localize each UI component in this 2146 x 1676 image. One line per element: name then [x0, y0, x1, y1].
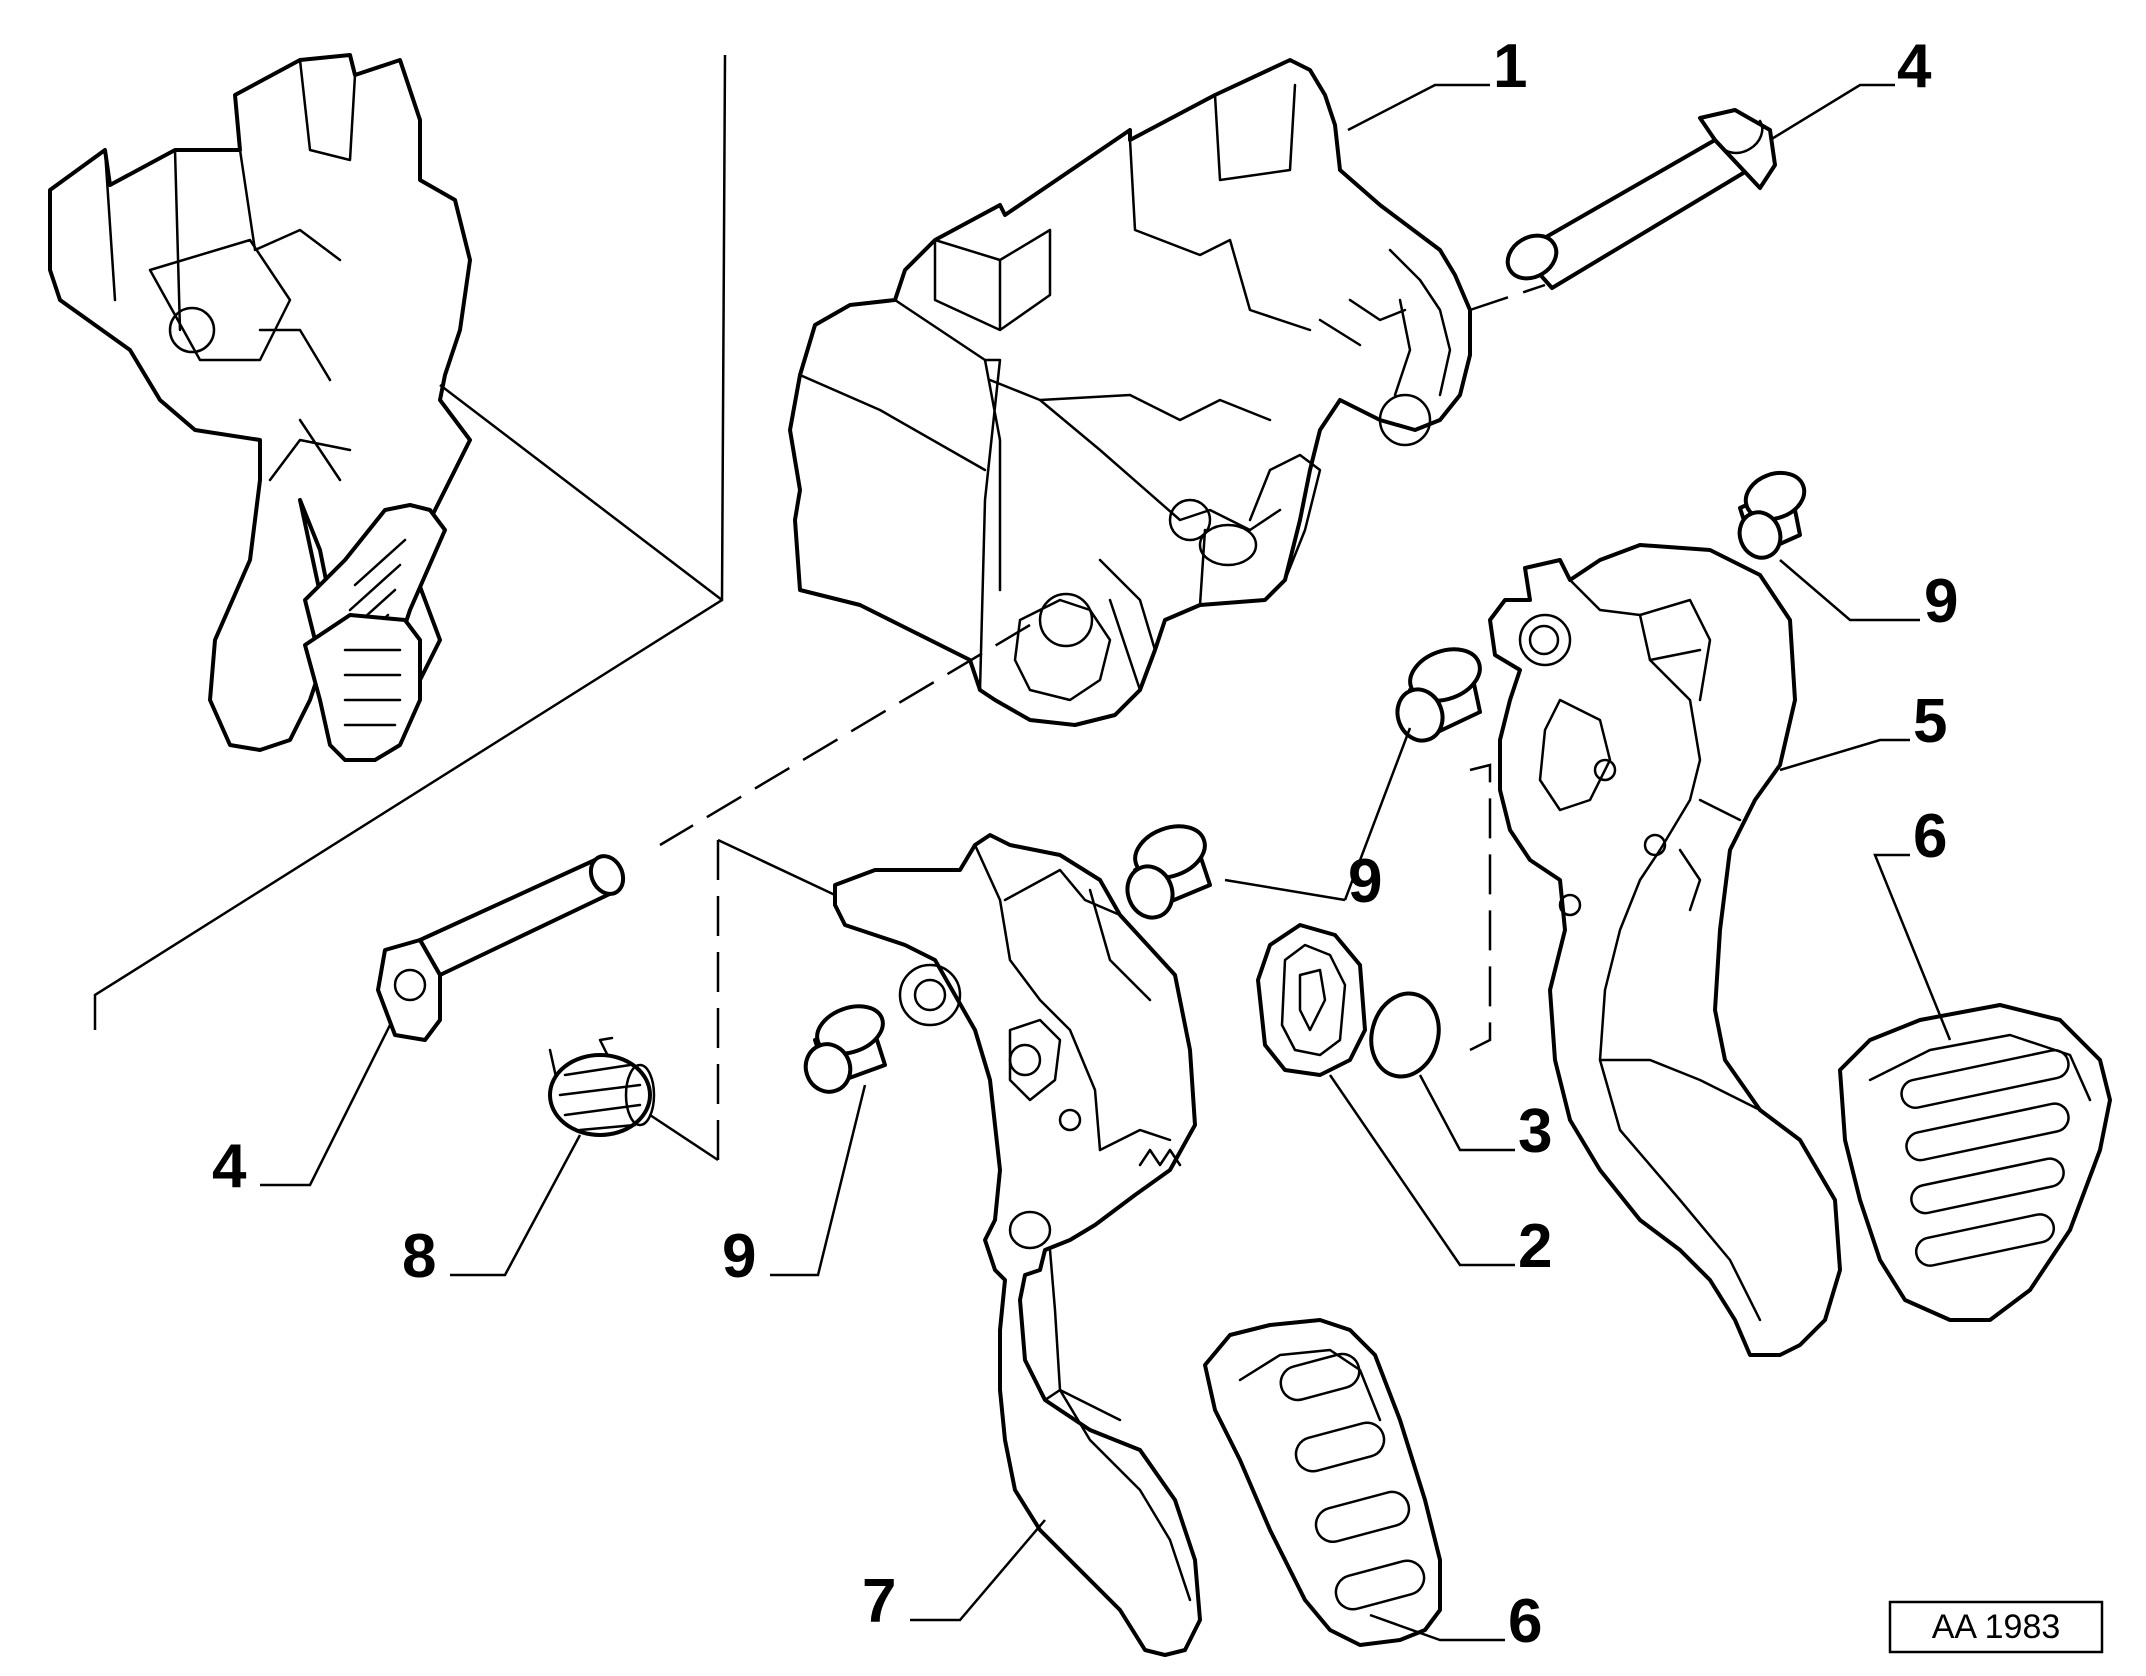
bushing-left	[803, 1004, 887, 1094]
callout-9-right: 9	[1924, 567, 1958, 636]
rubber-plug	[1369, 991, 1441, 1079]
return-spring	[548, 1036, 656, 1137]
bushing-mid-right	[1395, 647, 1482, 743]
clutch-pedal-lever	[1488, 543, 1842, 1357]
pivot-axis-line-right	[1469, 283, 1546, 312]
pedal-box-bracket	[788, 58, 1472, 727]
bushing-center	[1125, 824, 1212, 920]
bushing-top-right	[1737, 470, 1807, 560]
callout-1: 1	[1493, 32, 1527, 101]
callout-8: 8	[402, 1222, 436, 1291]
pivot-shaft-top	[1505, 108, 1777, 290]
callout-6-bottom: 6	[1508, 1587, 1542, 1656]
assembled-pedal-box-overview	[48, 53, 472, 762]
overview-outline-frame	[93, 54, 727, 1030]
callout-9-left: 9	[722, 1222, 756, 1291]
callout-6-right: 6	[1913, 802, 1947, 871]
reference-code-box	[1888, 1600, 2104, 1654]
brake-pedal-pad	[1203, 1318, 1442, 1647]
overview-leader-line	[439, 384, 723, 601]
pivot-shaft-left	[376, 854, 626, 1042]
pivot-axis-line	[659, 623, 1031, 847]
callout-4-top: 4	[1897, 32, 1932, 101]
callout-4-left: 4	[212, 1132, 247, 1201]
pedal-switch-cover	[1256, 923, 1367, 1077]
callout-9-mid: 9	[1348, 847, 1382, 916]
leader-lines	[260, 83, 1952, 1642]
callout-3: 3	[1518, 1097, 1552, 1166]
callout-5: 5	[1913, 687, 1947, 756]
callout-2: 2	[1518, 1212, 1552, 1281]
brake-pedal-lever	[833, 833, 1202, 1657]
clutch-pedal-pad	[1838, 1003, 2112, 1322]
reference-code: AA 1983	[1932, 1608, 2061, 1646]
callout-7: 7	[862, 1567, 896, 1636]
